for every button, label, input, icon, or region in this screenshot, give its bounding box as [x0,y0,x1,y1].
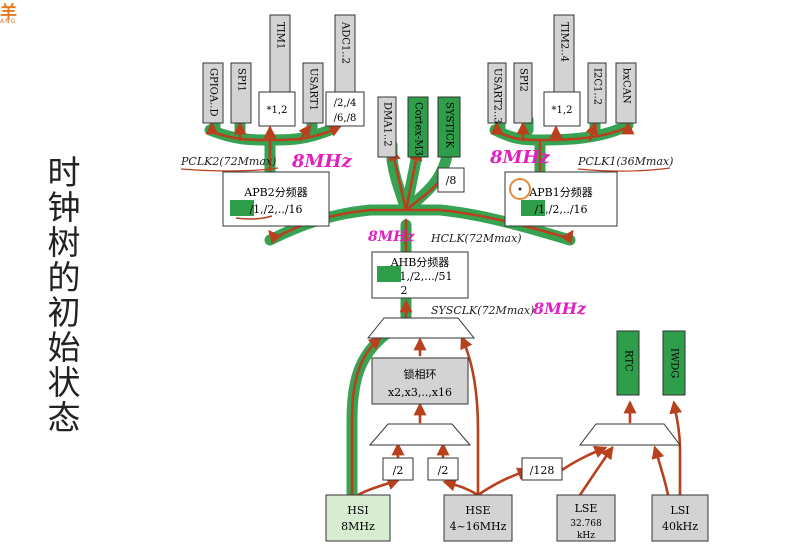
svg-text:/8: /8 [446,174,457,187]
pll-factors: x2,x3,..,x16 [388,386,452,399]
hsi-div2-box: /2 [382,457,414,481]
apb2-peripherals: GPIOA..D SPI1 TIM1 *1,2 USART1 ADC1..2 /… [202,14,365,127]
ahb-peripherals: DMA1..2 Cortex-M3 SYSTICK [377,96,461,158]
svg-text:I2C1..2: I2C1..2 [592,68,603,105]
svg-text:USART2..3: USART2..3 [492,68,503,124]
periph-rtc: RTC [616,330,640,396]
svg-text:/128: /128 [530,464,555,477]
periph-dma1-2: DMA1..2 [377,96,397,158]
periph-usart2-3: USART2..3 [487,62,507,124]
svg-text:Cortex-M3: Cortex-M3 [413,102,424,156]
svg-text:/2,/4: /2,/4 [334,98,357,109]
svg-text:RTC: RTC [623,350,634,372]
sysclk-label: SYSCLK(72Mmax) [431,304,534,317]
lse-name: LSE [575,502,598,515]
periph-i2c1-2: I2C1..2 [587,62,607,124]
apb2-timer-mult-box: *1,2 [258,91,296,127]
periph-usart1: USART1 [302,62,324,124]
lsi-name: LSI [670,504,689,517]
adc-divider-box: /2,/4 /6,/8 [325,91,365,127]
svg-text:/2: /2 [438,464,449,477]
svg-text:/6,/8: /6,/8 [334,113,357,124]
pclk2-label: PCLK2(72Mmax) [180,155,276,168]
svg-text:*1,2: *1,2 [552,105,573,116]
pclk2-annot: 8MHz [291,151,352,172]
hclk-annot: 8MHz [368,229,415,245]
apb1-peripherals: USART2..3 SPI2 TIM2..4 *1,2 I2C1..2 bxCA… [487,14,637,127]
apb1-factors: /1,/2,../16 [534,203,587,216]
lse-freq: 32.768 [570,519,602,529]
cursor-highlight-circle [509,178,531,200]
periph-cortex-m3: Cortex-M3 [407,96,429,158]
svg-text:USART1: USART1 [308,68,319,111]
lse-unit: kHz [577,531,595,541]
hse-div2-box: /2 [427,457,459,481]
apb2-title: APB2分频器 [243,185,307,199]
svg-text:SYSTICK: SYSTICK [444,102,455,149]
hsi-name: HSI [347,504,368,517]
pclk1-annot: 8MHz [489,147,550,168]
svg-text:GPIOA..D: GPIOA..D [208,68,219,116]
pll-title: 锁相环 [404,367,437,381]
periph-gpioa-d: GPIOA..D [202,62,224,124]
ahb-prescaler-box: AHB分频器 1,/2,.../51 2 [371,251,469,299]
ahb-factors-cont: 2 [401,284,408,297]
svg-text:/2: /2 [393,464,404,477]
sysclk-annot: 8MHz [532,299,587,318]
periph-adc1-2: ADC1..2 [334,14,356,93]
periph-tim1: TIM1 [269,14,291,93]
bus-labels: PCLK2(72Mmax) PCLK1(36Mmax) HCLK(72Mmax)… [180,155,673,317]
lse-source-box: LSE 32.768 kHz [556,494,616,542]
ahb-title: AHB分频器 [390,255,450,269]
apb1-prescaler-box: APB1分频器 /1,/2,../16 [504,171,618,227]
svg-text:*1,2: *1,2 [267,105,288,116]
svg-text:DMA1..2: DMA1..2 [382,102,393,147]
logo-mark: 羊 [0,3,17,23]
lsi-source-box: LSI 40kHz [651,494,709,542]
periph-tim2-4: TIM2..4 [553,14,575,93]
hclk-label: HCLK(72Mmax) [430,232,522,245]
systick-div8-box: /8 [437,167,465,193]
logo-subtext: ANG [0,18,17,25]
apb1-timer-mult-box: *1,2 [543,91,581,127]
pll-box: 锁相环 x2,x3,..,x16 [371,357,469,405]
svg-text:bxCAN: bxCAN [621,68,632,104]
hsi-freq: 8MHz [341,520,375,533]
periph-iwdg: IWDG [662,330,686,396]
periph-spi2: SPI2 [513,62,533,124]
hse-source-box: HSE 4~16MHz [443,494,513,542]
hse-freq: 4~16MHz [450,520,507,533]
side-title: 时钟树的初始状态 [42,155,81,435]
rtc-iwdg: RTC IWDG [616,330,686,396]
apb2-prescaler-box: APB2分频器 /1,/2,../16 [222,171,330,227]
freq-annotations: 8MHz 8MHz 8MHz 8MHz [291,147,587,318]
svg-text:IWDG: IWDG [669,348,680,378]
lse-div128-box: /128 [521,457,563,481]
svg-text:TIM1: TIM1 [275,22,286,49]
apb2-factors: /1,/2,../16 [249,203,302,216]
periph-bxcan: bxCAN [615,62,637,124]
periph-spi1: SPI1 [230,62,252,124]
pclk1-label: PCLK1(36Mmax) [577,155,673,168]
apb1-title: APB1分频器 [528,185,592,199]
svg-text:ADC1..2: ADC1..2 [340,21,351,64]
svg-text:SPI2: SPI2 [518,68,529,92]
hse-name: HSE [465,504,490,517]
svg-text:TIM2..4: TIM2..4 [559,22,570,62]
periph-systick: SYSTICK [437,96,461,158]
rtc-mux [578,423,682,446]
lsi-freq: 40kHz [662,520,698,533]
svg-text:SPI1: SPI1 [236,68,247,92]
ahb-factors: 1,/2,.../51 [400,270,453,283]
sysclk-mux [366,317,476,339]
hsi-source-box: HSI 8MHz [325,494,391,542]
pll-mux [368,423,472,446]
